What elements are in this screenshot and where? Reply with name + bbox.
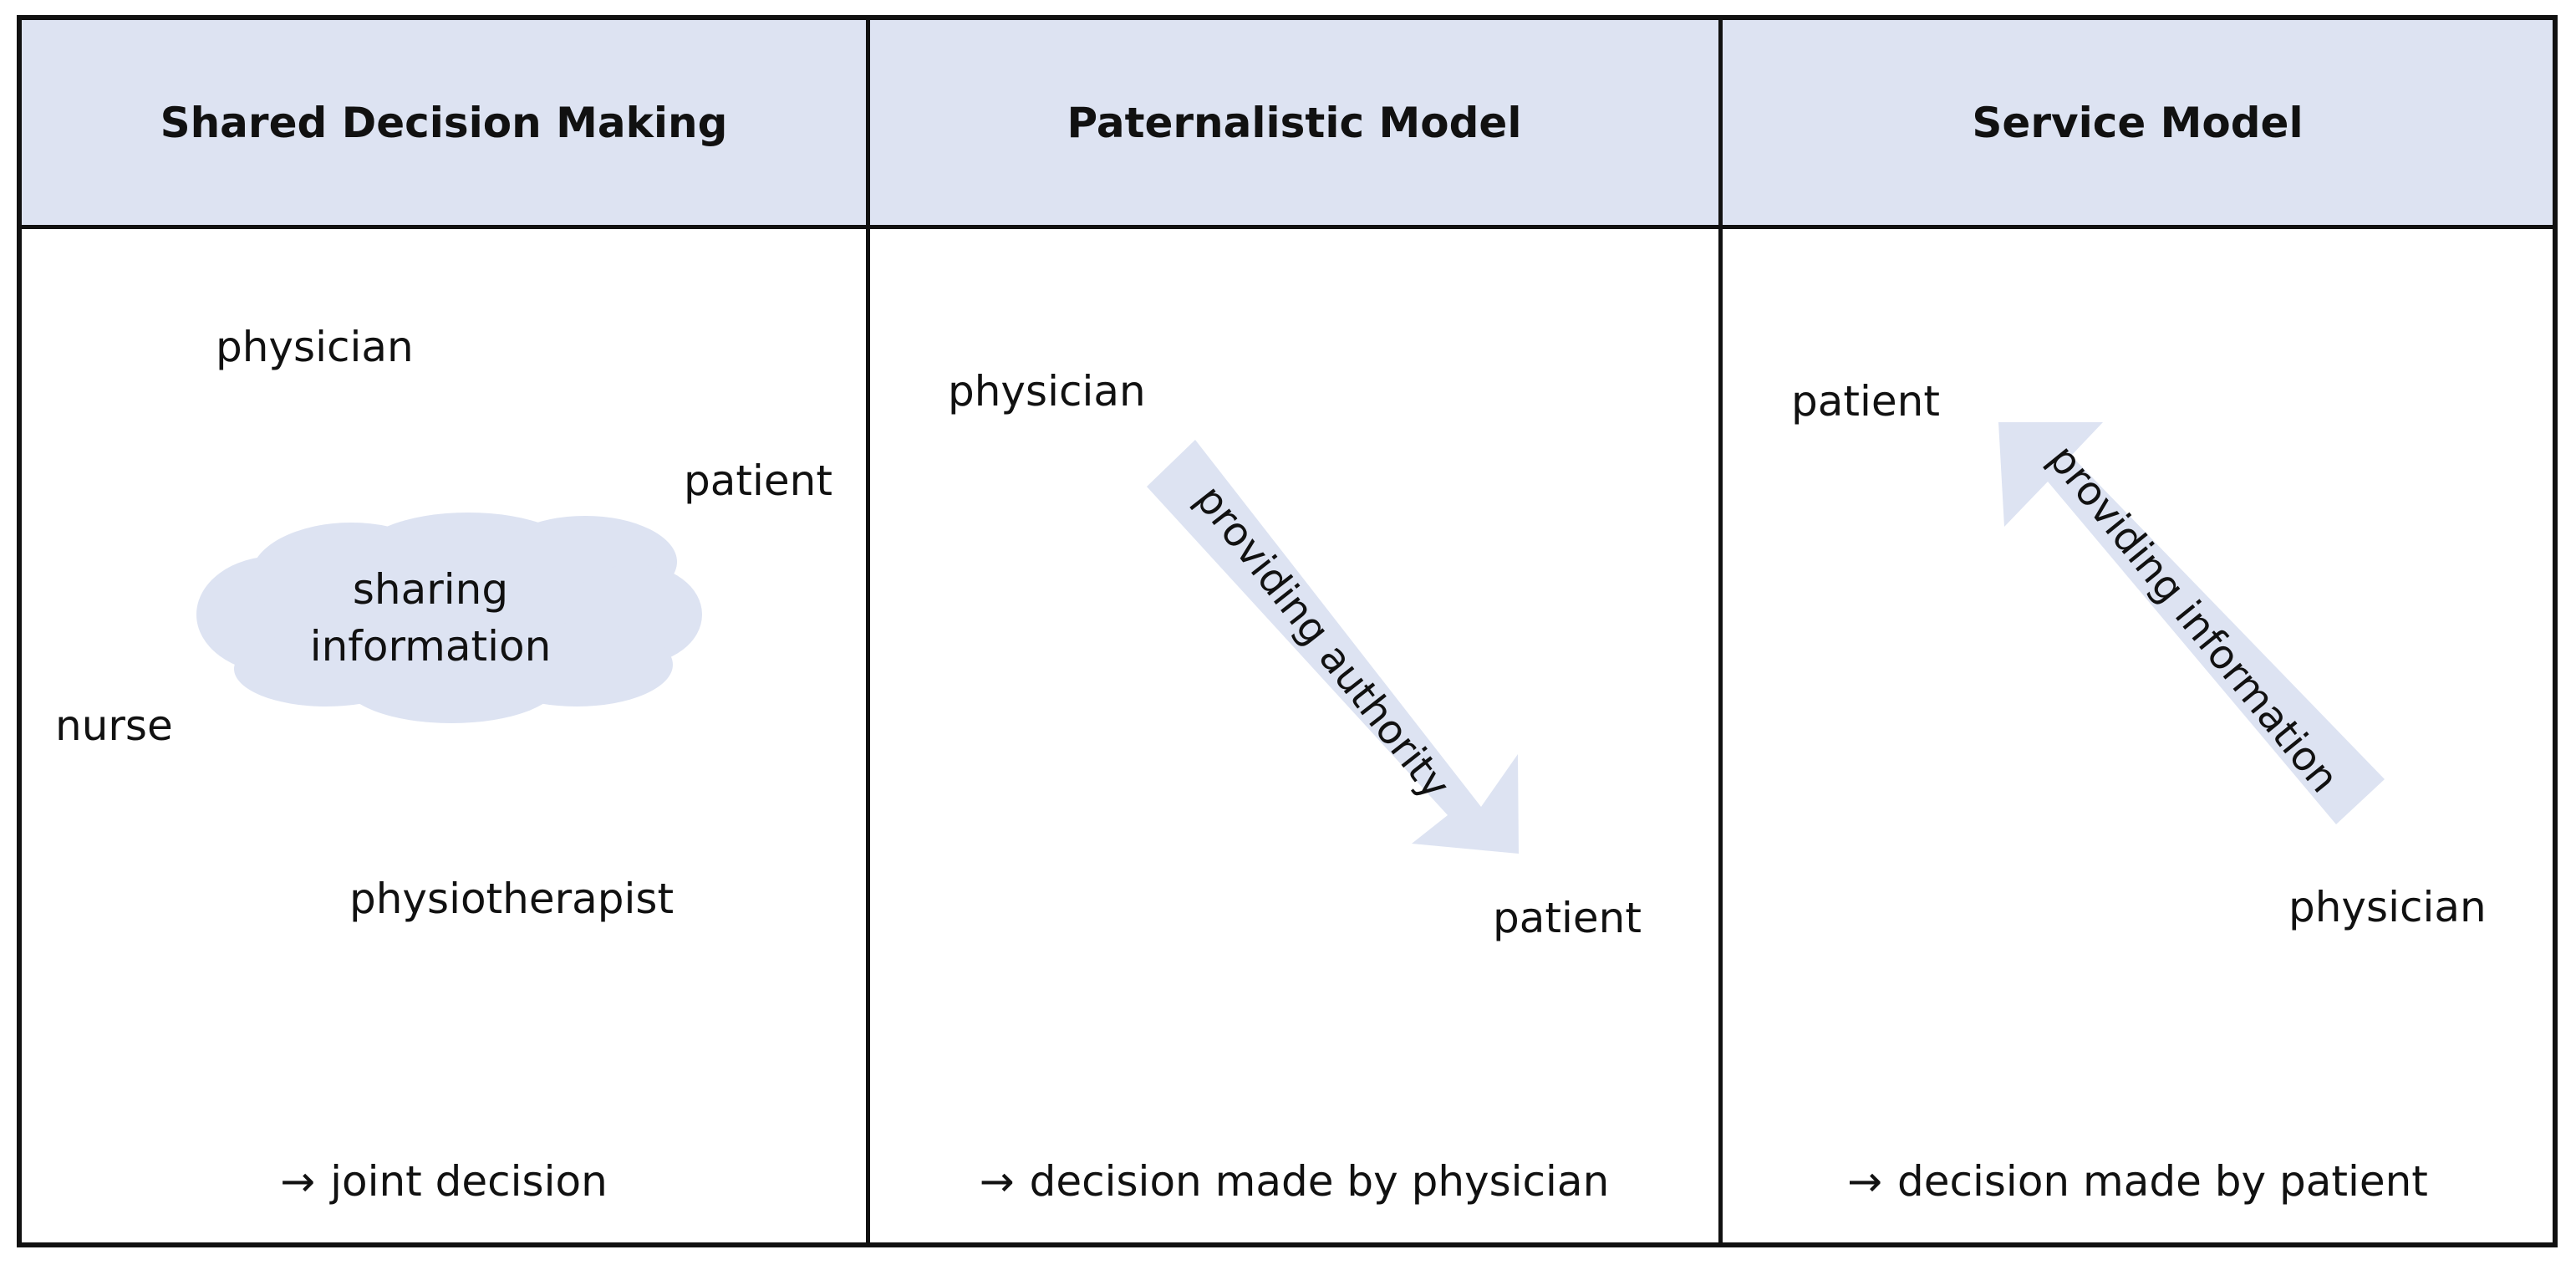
- column-divider: [866, 20, 870, 1242]
- cloud-text: sharing information: [301, 562, 560, 675]
- cloud-line-1: sharing: [352, 565, 509, 614]
- paternalistic-footer: → decision made by physician: [870, 1152, 1718, 1211]
- paternalistic-physician-label: physician: [948, 367, 1146, 416]
- providing-authority-arrow: [1147, 440, 1519, 854]
- sdm-physician-label: physician: [216, 323, 414, 371]
- sdm-physiotherapist-label: physiotherapist: [349, 875, 675, 923]
- cloud-line-2: information: [309, 621, 552, 671]
- header-paternalistic-model: Paternalistic Model: [1067, 98, 1522, 147]
- sdm-nurse-label: nurse: [55, 701, 173, 750]
- providing-information-arrow: [1998, 422, 2385, 824]
- paternalistic-patient-label: patient: [1493, 894, 1642, 942]
- right-arrow-icon: →: [979, 1157, 1015, 1206]
- right-arrow-icon: →: [280, 1157, 316, 1206]
- right-arrow-icon: →: [1847, 1157, 1882, 1206]
- sdm-footer: → joint decision: [22, 1152, 866, 1211]
- header-shared-decision-making: Shared Decision Making: [160, 98, 728, 147]
- sdm-patient-label: patient: [684, 457, 832, 505]
- service-physician-label: physician: [2288, 883, 2487, 931]
- service-patient-label: patient: [1791, 377, 1940, 426]
- service-footer: → decision made by patient: [1723, 1152, 2553, 1211]
- providing-information-label: providing information: [2039, 436, 2348, 802]
- header-band: [22, 20, 2553, 229]
- providing-authority-label: providing authority: [1186, 477, 1459, 808]
- header-service-model: Service Model: [1972, 98, 2304, 147]
- sharing-information-cloud: [196, 513, 702, 723]
- service-footer-text: decision made by patient: [1897, 1157, 2428, 1206]
- column-divider: [1718, 20, 1723, 1242]
- paternalistic-footer-text: decision made by physician: [1029, 1157, 1610, 1206]
- sdm-footer-text: joint decision: [330, 1157, 608, 1206]
